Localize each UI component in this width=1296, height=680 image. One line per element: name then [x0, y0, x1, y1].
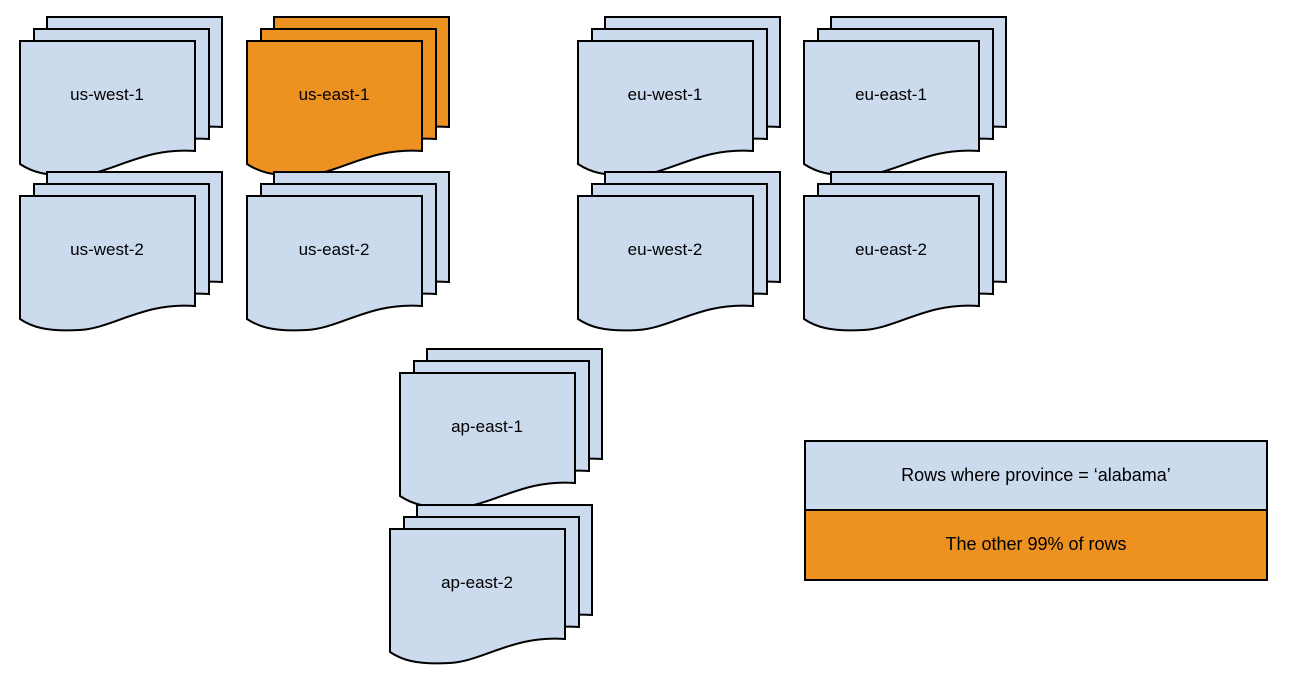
- region-stack-eu-east-2[interactable]: eu-east-2: [802, 170, 1008, 342]
- legend-row-other: The other 99% of rows: [806, 510, 1266, 579]
- region-stack-eu-west-2[interactable]: eu-west-2: [576, 170, 782, 342]
- region-stack-eu-west-1[interactable]: eu-west-1: [576, 15, 782, 187]
- region-stack-us-east-1[interactable]: us-east-1: [245, 15, 451, 187]
- document-sheet: [577, 40, 754, 177]
- document-sheet: [246, 195, 423, 332]
- document-sheet: [389, 528, 566, 665]
- region-stack-us-west-2[interactable]: us-west-2: [18, 170, 224, 342]
- document-sheet: [399, 372, 576, 509]
- document-sheet: [577, 195, 754, 332]
- legend-label-other: The other 99% of rows: [945, 534, 1127, 555]
- region-stack-eu-east-1[interactable]: eu-east-1: [802, 15, 1008, 187]
- document-sheet: [803, 195, 980, 332]
- region-stack-us-east-2[interactable]: us-east-2: [245, 170, 451, 342]
- legend-box: Rows where province = ‘alabama’ The othe…: [804, 440, 1268, 581]
- region-stack-ap-east-2[interactable]: ap-east-2: [388, 503, 594, 675]
- legend-row-alabama: Rows where province = ‘alabama’: [806, 442, 1266, 511]
- region-stack-ap-east-1[interactable]: ap-east-1: [398, 347, 604, 519]
- legend-label-alabama: Rows where province = ‘alabama’: [901, 464, 1171, 485]
- document-sheet: [803, 40, 980, 177]
- document-sheet: [246, 40, 423, 177]
- document-sheet: [19, 40, 196, 177]
- region-stack-us-west-1[interactable]: us-west-1: [18, 15, 224, 187]
- document-sheet: [19, 195, 196, 332]
